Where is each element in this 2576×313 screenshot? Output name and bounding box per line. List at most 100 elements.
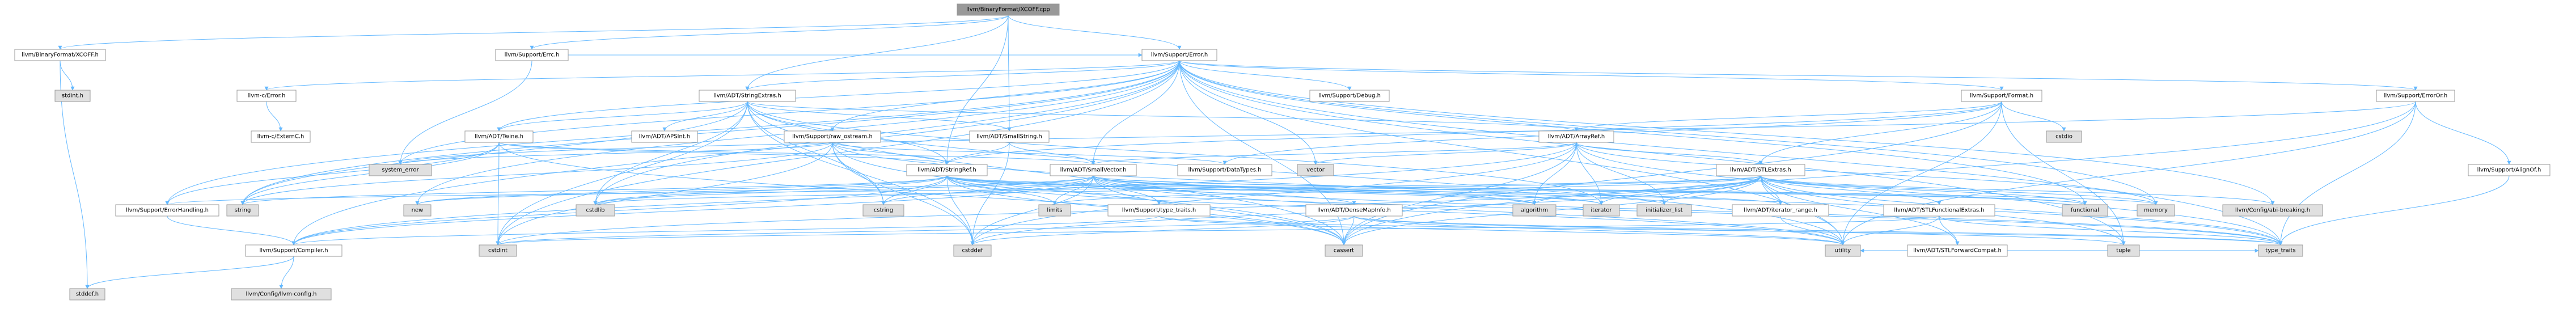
edge-llvm-adt-stringextras-h-to-string bbox=[240, 101, 748, 205]
node-llvm-c-error-h[interactable]: llvm-c/Error.h bbox=[236, 90, 297, 102]
node-llvm-support-errorhandling-h[interactable]: llvm/Support/ErrorHandling.h bbox=[115, 204, 219, 217]
node-label: llvm/BinaryFormat/XCOFF.cpp bbox=[966, 7, 1050, 13]
edge-llvm-support-raw-ostream-h-to-system-error bbox=[398, 142, 833, 165]
edge-llvm-adt-smallvector-h-to-limits bbox=[1052, 175, 1094, 205]
node-llvm-adt-smallstring-h[interactable]: llvm/ADT/SmallString.h bbox=[969, 130, 1050, 143]
node-llvm-adt-stringref-h[interactable]: llvm/ADT/StringRef.h bbox=[906, 164, 988, 176]
node-label: cstdlib bbox=[586, 208, 605, 214]
node-llvm-support-errc-h[interactable]: llvm/Support/Errc.h bbox=[495, 49, 569, 61]
node-llvm-adt-densemapinfo-h[interactable]: llvm/ADT/DenseMapInfo.h bbox=[1305, 204, 1403, 217]
node-cstdio: cstdio bbox=[2046, 130, 2082, 143]
node-llvm-binaryformat-xcoff-h[interactable]: llvm/BinaryFormat/XCOFF.h bbox=[14, 49, 106, 61]
node-llvm-support-format-h[interactable]: llvm/Support/Format.h bbox=[1961, 90, 2042, 102]
node-box bbox=[1732, 204, 1829, 217]
edge-llvm-binaryformat-xcoff-cpp-to-llvm-support-error-h bbox=[1008, 15, 1182, 50]
edge-llvm-adt-stlextras-h-to-initializer-list bbox=[1662, 175, 1761, 205]
node-box bbox=[1177, 164, 1272, 176]
node-box bbox=[2258, 244, 2303, 257]
node-label: system_error bbox=[382, 167, 419, 174]
node-llvm-adt-apsint-h[interactable]: llvm/ADT/APSInt.h bbox=[631, 130, 698, 143]
edge-llvm-adt-smallvector-h-to-cstring bbox=[881, 175, 1094, 205]
node-label: llvm/Support/Debug.h bbox=[1318, 93, 1381, 99]
node-llvm-adt-stringextras-h[interactable]: llvm/ADT/StringExtras.h bbox=[699, 90, 796, 102]
node-llvm-adt-stlforwardcompat-h[interactable]: llvm/ADT/STLForwardCompat.h bbox=[1907, 244, 2008, 257]
node-stdint-h: stdint.h bbox=[54, 90, 91, 102]
node-label: llvm-c/ExternC.h bbox=[257, 134, 304, 140]
edge-llvm-adt-arrayref-h-to-llvm-adt-smallvector-h bbox=[1091, 142, 1577, 165]
edge-llvm-adt-stringref-h-to-cstdlib bbox=[593, 175, 948, 205]
node-llvm-adt-stlextras-h[interactable]: llvm/ADT/STLExtras.h bbox=[1716, 164, 1805, 176]
edge-llvm-adt-smallvector-h-to-memory bbox=[1093, 175, 2158, 205]
node-box bbox=[2222, 204, 2323, 217]
edge-llvm-support-erroror-h-to-type-traits bbox=[2278, 101, 2416, 246]
node-box bbox=[1636, 204, 1692, 217]
node-label: stdint.h bbox=[62, 93, 83, 99]
edge-llvm-support-compiler-h-to-llvm-config-llvm-config-h bbox=[279, 256, 294, 289]
edge-llvm-adt-stringref-h-to-llvm-adt-iterator-range-h bbox=[946, 175, 1783, 205]
node-llvm-support-datatypes-h[interactable]: llvm/Support/DataTypes.h bbox=[1177, 164, 1272, 176]
node-llvm-support-raw-ostream-h[interactable]: llvm/Support/raw_ostream.h bbox=[784, 130, 881, 143]
node-label: llvm/ADT/APSInt.h bbox=[639, 134, 691, 140]
node-llvm-config-abi-breaking-h: llvm/Config/abi-breaking.h bbox=[2222, 204, 2323, 217]
node-cstdlib: cstdlib bbox=[576, 204, 615, 217]
edge-llvm-adt-smallvector-h-to-cassert bbox=[1093, 175, 1346, 246]
node-box bbox=[115, 204, 219, 217]
node-box bbox=[1107, 204, 1211, 217]
node-memory: memory bbox=[2137, 204, 2175, 217]
node-llvm-adt-stlfunctionalextras-h[interactable]: llvm/ADT/STLFunctionalExtras.h bbox=[1883, 204, 1995, 217]
node-llvm-support-compiler-h[interactable]: llvm/Support/Compiler.h bbox=[245, 244, 342, 257]
edge-llvm-support-format-h-to-cassert bbox=[1342, 101, 2002, 246]
node-llvm-support-type-traits-h[interactable]: llvm/Support/type_traits.h bbox=[1107, 204, 1211, 217]
node-llvm-support-debug-h[interactable]: llvm/Support/Debug.h bbox=[1309, 90, 1390, 102]
node-box bbox=[403, 204, 432, 217]
node-llvm-adt-arrayref-h[interactable]: llvm/ADT/ArrayRef.h bbox=[1538, 130, 1614, 143]
edge-llvm-support-erroror-h-to-cassert bbox=[1342, 101, 2416, 246]
node-label: tuple bbox=[2116, 248, 2131, 254]
node-box bbox=[69, 288, 105, 301]
node-box bbox=[14, 49, 106, 61]
node-box bbox=[1583, 204, 1620, 217]
node-label: llvm/Support/raw_ostream.h bbox=[792, 134, 873, 140]
node-box bbox=[2468, 164, 2550, 176]
node-label: llvm/ADT/iterator_range.h bbox=[1744, 208, 1817, 214]
edge-llvm-support-type-traits-h-to-llvm-support-compiler-h bbox=[291, 215, 1160, 246]
node-llvm-adt-smallvector-h[interactable]: llvm/ADT/SmallVector.h bbox=[1050, 164, 1137, 176]
node-box bbox=[495, 49, 569, 61]
edge-llvm-adt-stringref-h-to-new bbox=[415, 175, 948, 205]
node-box bbox=[1305, 204, 1403, 217]
node-llvm-adt-twine-h[interactable]: llvm/ADT/Twine.h bbox=[464, 130, 534, 143]
edge-llvm-support-erroror-h-to-utility bbox=[1841, 101, 2416, 246]
node-cstdint: cstdint bbox=[479, 244, 517, 257]
edge-llvm-adt-stringextras-h-to-cstdint bbox=[496, 101, 748, 246]
edge-llvm-adt-stringref-h-to-functional bbox=[946, 175, 2087, 205]
node-label: cstdint bbox=[488, 248, 507, 254]
edge-llvm-adt-stringref-h-to-llvm-support-compiler-h bbox=[291, 175, 948, 246]
node-system-error: system_error bbox=[369, 164, 432, 176]
node-layer: llvm/BinaryFormat/XCOFF.cpp llvm/BinaryFo… bbox=[14, 3, 2550, 301]
node-llvm-adt-iterator-range-h[interactable]: llvm/ADT/iterator_range.h bbox=[1732, 204, 1829, 217]
node-llvm-support-error-h[interactable]: llvm/Support/Error.h bbox=[1141, 49, 1217, 61]
node-label: llvm/Support/Errc.h bbox=[505, 52, 560, 58]
node-box bbox=[2062, 204, 2108, 217]
edge-llvm-adt-arrayref-h-to-vector bbox=[1313, 142, 1577, 165]
node-label: vector bbox=[1306, 167, 1325, 174]
edge-llvm-adt-stringextras-h-to-llvm-adt-apsint-h bbox=[662, 101, 748, 132]
edge-llvm-support-raw-ostream-h-to-string bbox=[240, 142, 833, 205]
node-string: string bbox=[226, 204, 259, 217]
edge-llvm-support-raw-ostream-h-to-llvm-support-datatypes-h bbox=[832, 142, 1227, 165]
node-llvm-support-erroror-h[interactable]: llvm/Support/ErrorOr.h bbox=[2376, 90, 2455, 102]
node-cassert: cassert bbox=[1325, 244, 1363, 257]
edge-llvm-adt-twine-h-to-llvm-adt-smallvector-h bbox=[498, 142, 1095, 165]
node-box bbox=[1038, 204, 1071, 217]
edge-llvm-binaryformat-xcoff-cpp-to-llvm-adt-smallstring-h bbox=[1007, 15, 1012, 132]
node-box bbox=[226, 204, 259, 217]
edge-llvm-adt-stringref-h-to-string bbox=[240, 175, 948, 205]
node-llvm-c-externc-h[interactable]: llvm-c/ExternC.h bbox=[251, 130, 311, 143]
node-box bbox=[1141, 49, 1217, 61]
node-stddef-h: stddef.h bbox=[69, 288, 105, 301]
node-label: llvm/Config/llvm-config.h bbox=[246, 291, 317, 298]
node-llvm-support-alignof-h[interactable]: llvm/Support/AlignOf.h bbox=[2468, 164, 2550, 176]
node-label: llvm/ADT/SmallVector.h bbox=[1060, 167, 1127, 174]
node-label: iterator bbox=[1591, 208, 1612, 214]
